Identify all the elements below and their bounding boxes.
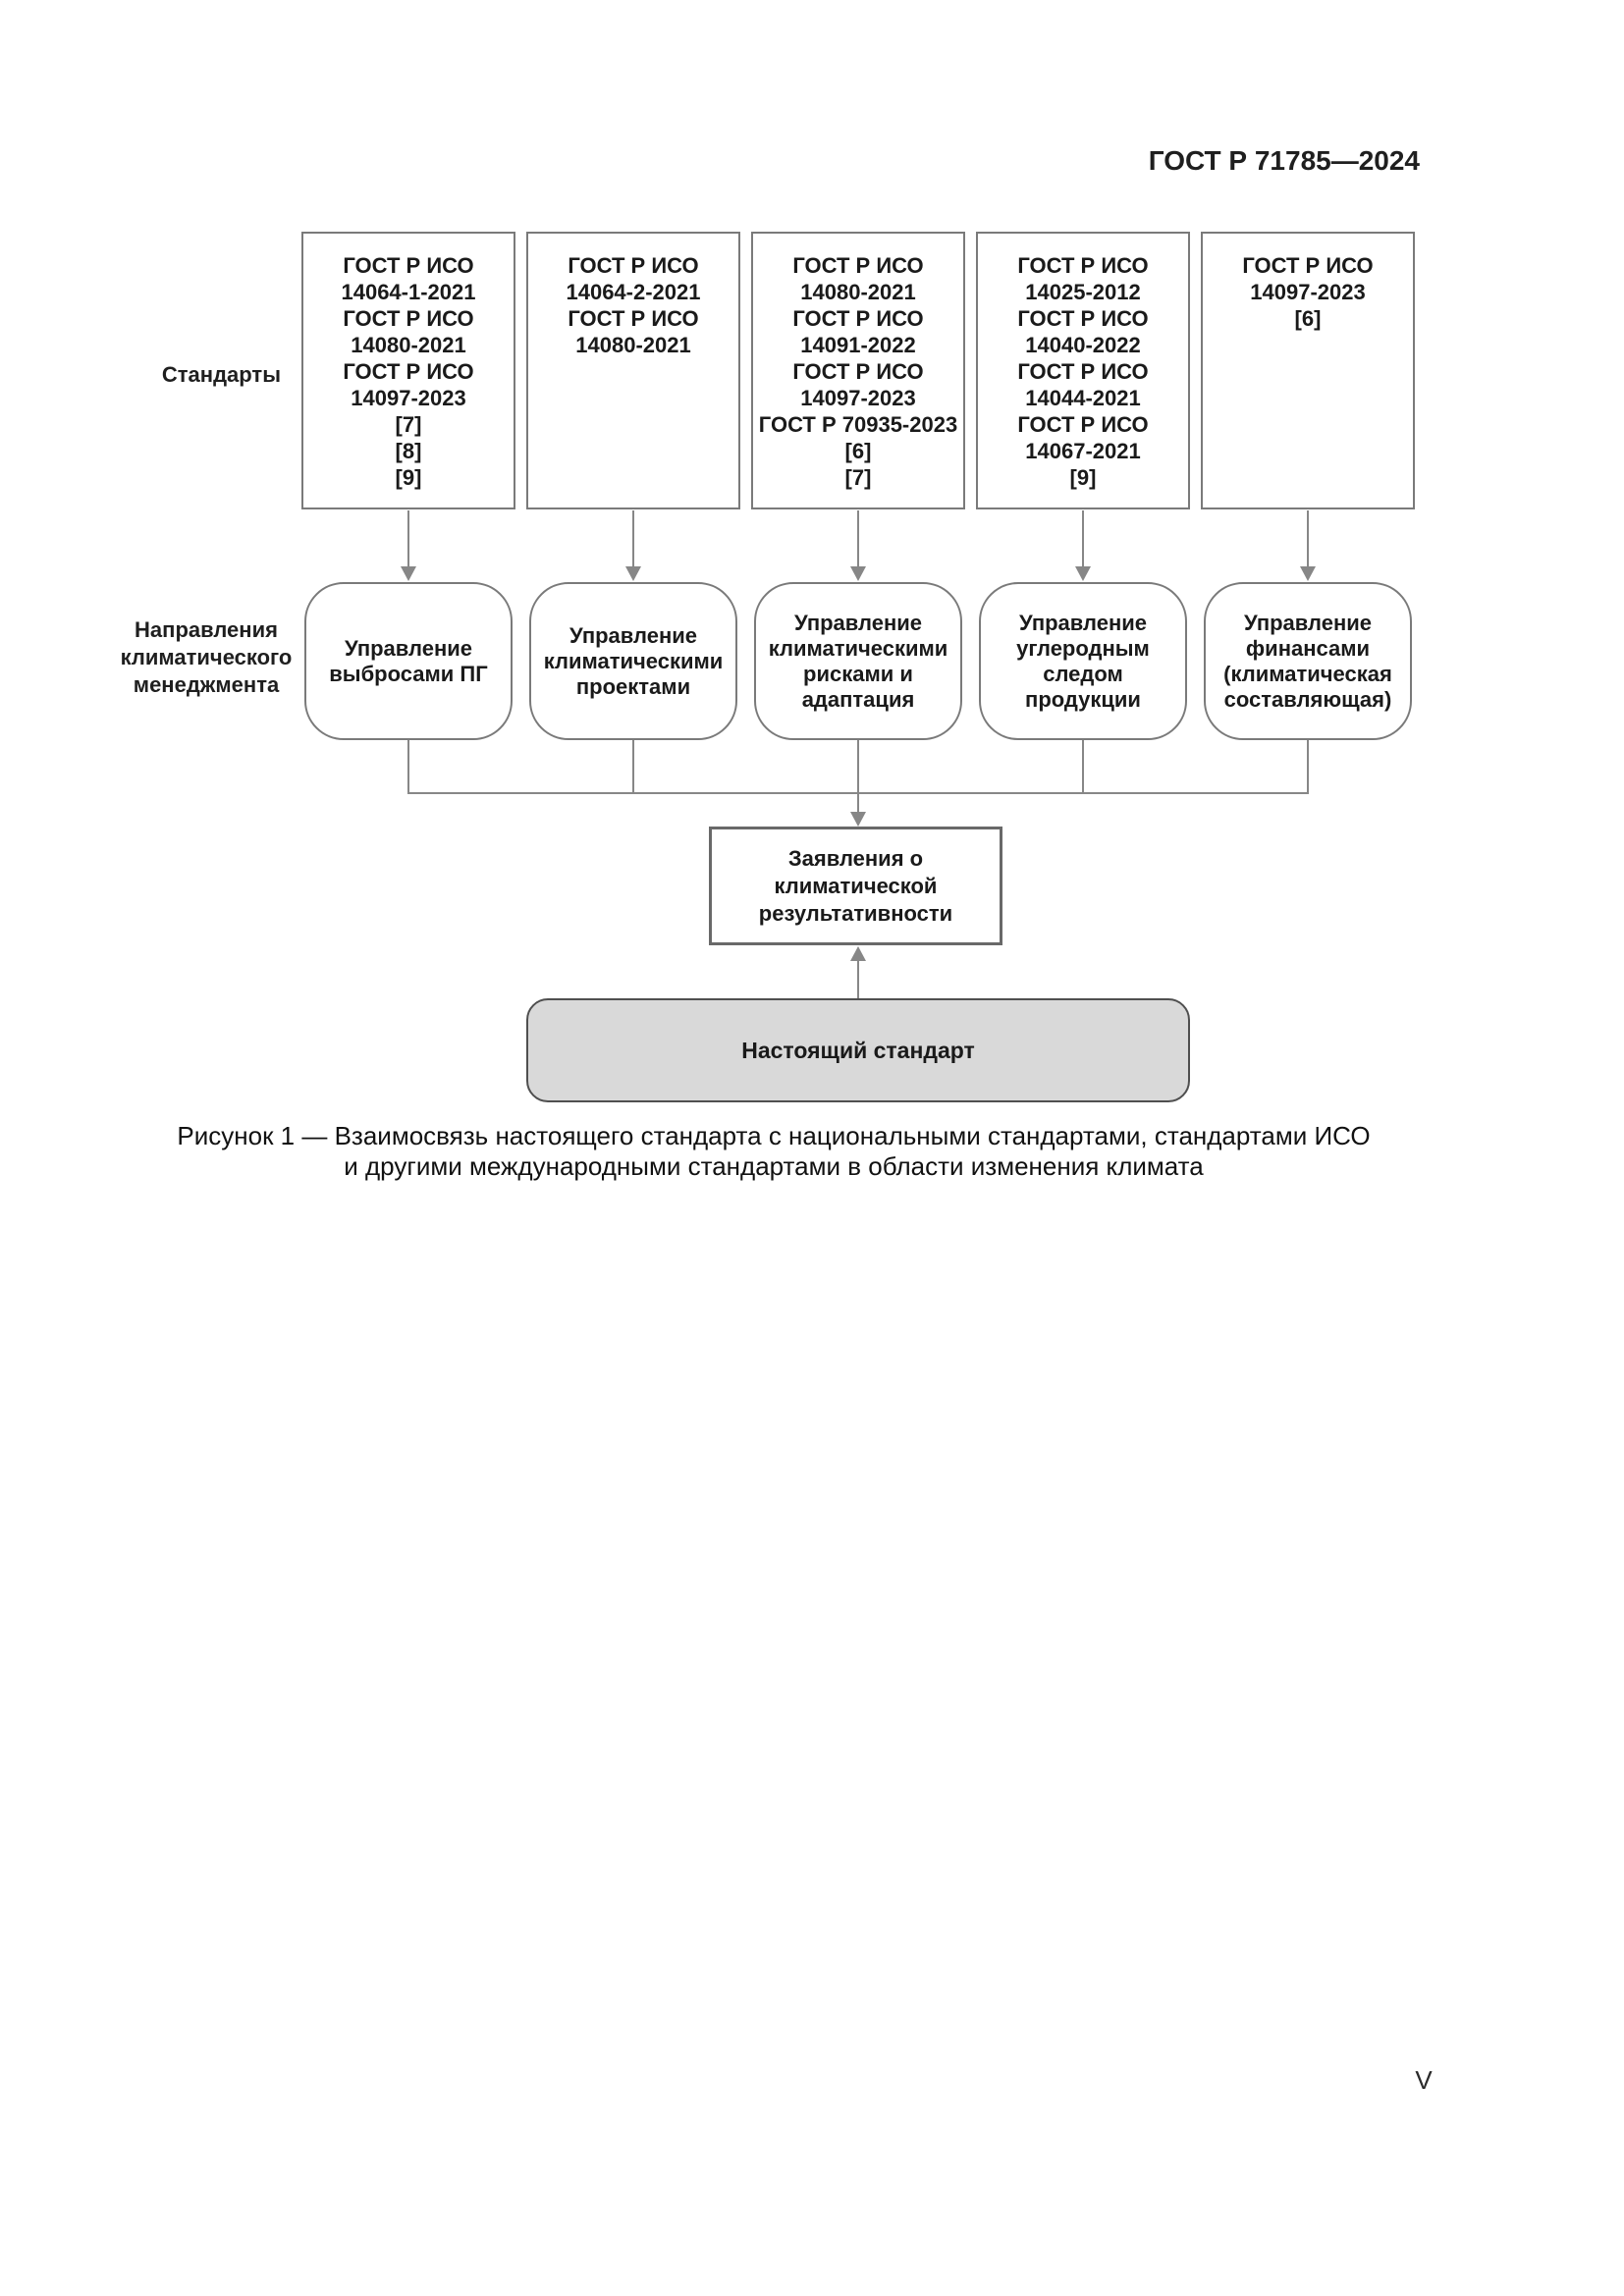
standards-box-3: ГОСТ Р ИСО 14080-2021 ГОСТ Р ИСО 14091-2… <box>751 232 965 509</box>
connector-line <box>857 510 859 567</box>
arrow-down-icon <box>625 566 641 581</box>
standards-box-5: ГОСТ Р ИСО 14097-2023 [6] <box>1201 232 1415 509</box>
directions-row-label: Направления климатического менеджмента <box>120 617 293 697</box>
arrow-up-icon <box>850 946 866 961</box>
connector-line <box>857 740 859 794</box>
arrow-down-icon <box>1075 566 1091 581</box>
claims-box: Заявления о климатической результативнос… <box>709 827 1002 945</box>
connector-bus-line <box>407 792 1309 794</box>
page-number: V <box>1415 2065 1433 2095</box>
connector-line <box>857 794 859 814</box>
current-standard-box: Настоящий стандарт <box>526 998 1190 1102</box>
standards-box-1: ГОСТ Р ИСО 14064-1-2021 ГОСТ Р ИСО 14080… <box>301 232 515 509</box>
arrow-down-icon <box>401 566 416 581</box>
standards-box-4: ГОСТ Р ИСО 14025-2012 ГОСТ Р ИСО 14040-2… <box>976 232 1190 509</box>
arrow-down-icon <box>1300 566 1316 581</box>
connector-line <box>1082 510 1084 567</box>
connector-line <box>1307 510 1309 567</box>
direction-box-5: Управление финансами (климатическая сост… <box>1204 582 1412 740</box>
direction-box-2: Управление климатическими проектами <box>529 582 737 740</box>
connector-line <box>1082 740 1084 794</box>
connector-line <box>632 740 634 794</box>
direction-box-3: Управление климатическими рисками и адап… <box>754 582 962 740</box>
standards-box-2: ГОСТ Р ИСО 14064-2-2021 ГОСТ Р ИСО 14080… <box>526 232 740 509</box>
figure-caption: Рисунок 1 — Взаимосвязь настоящего станд… <box>145 1121 1402 1182</box>
page-header: ГОСТ Р 71785—2024 <box>1148 145 1420 176</box>
arrow-down-icon <box>850 566 866 581</box>
direction-box-1: Управление выбросами ПГ <box>304 582 513 740</box>
connector-line <box>407 510 409 567</box>
direction-box-4: Управление углеродным следом продукции <box>979 582 1187 740</box>
arrow-down-icon <box>850 812 866 827</box>
standards-row-label: Стандарты <box>161 362 281 387</box>
connector-line <box>857 959 859 998</box>
connector-line <box>632 510 634 567</box>
connector-line <box>407 740 409 794</box>
figure-caption-line-2: и другими международными стандартами в о… <box>344 1151 1204 1181</box>
connector-line <box>1307 740 1309 794</box>
figure-caption-line-1: Рисунок 1 — Взаимосвязь настоящего станд… <box>177 1121 1371 1150</box>
